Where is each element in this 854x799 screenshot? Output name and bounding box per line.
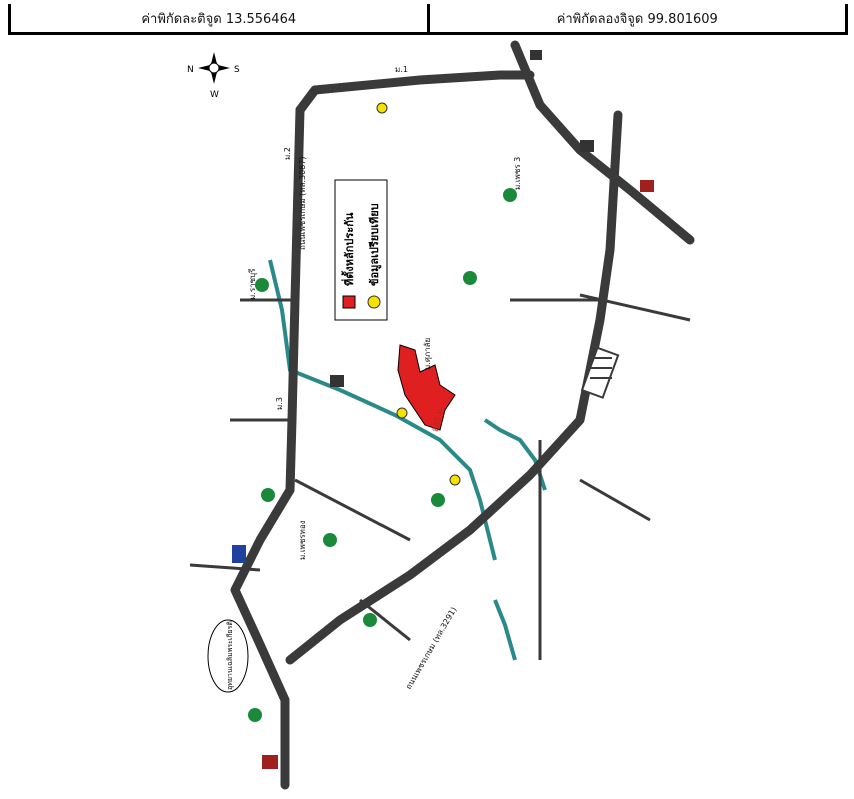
compass-rose: N S W xyxy=(187,52,240,100)
road-diagonal xyxy=(285,110,623,665)
legend-item-comparable: ข้อมูลเปรียบเทียบ xyxy=(368,203,382,286)
trees xyxy=(248,188,517,722)
subject-property xyxy=(397,344,456,431)
label-cluster-e: ม.เพชร 3 xyxy=(513,157,522,190)
tree-icon xyxy=(363,613,377,627)
tree-icon xyxy=(261,488,275,502)
canals xyxy=(268,259,547,661)
comparable-marker-3 xyxy=(449,474,461,486)
building-icon xyxy=(640,180,654,192)
pond-outline xyxy=(207,619,249,693)
side-road-5 xyxy=(579,478,651,522)
building-icon xyxy=(232,545,246,563)
tree-icon xyxy=(463,271,477,285)
label-cluster-n: ม.ศุภาลัย xyxy=(423,338,432,370)
building-icon xyxy=(530,50,542,60)
building-icon xyxy=(330,375,344,387)
compass-w: W xyxy=(210,90,219,100)
longitude-cell: ค่าพิกัดลองจิจูด 99.801609 xyxy=(430,4,848,32)
tree-icon xyxy=(255,278,269,292)
map-svg: N S W ที่ตั้งหลักประกัน ข้อมูลเปรียบเทีย… xyxy=(187,40,695,790)
label-road-3291: ถนนเพชรเกษม (ทล.3291) xyxy=(404,606,459,691)
tree-icon xyxy=(323,533,337,547)
building-icon xyxy=(580,140,594,152)
pond-label: อุทยานเฉลิมพระเกียรติ xyxy=(226,621,234,690)
railway xyxy=(580,346,620,399)
comparable-marker-2 xyxy=(396,407,408,419)
label-project: ม.เพชรทอง xyxy=(298,520,307,560)
label-distance: 885 ม. xyxy=(431,406,444,433)
label-moo1: ม.1 xyxy=(395,65,408,74)
roads xyxy=(230,40,695,790)
comparable-markers xyxy=(376,102,461,486)
road-north xyxy=(295,70,535,115)
railway-crossing xyxy=(580,346,620,399)
label-moo2: ม.2 xyxy=(283,147,292,160)
pond: อุทยานเฉลิมพระเกียรติ xyxy=(207,619,249,693)
canal-south xyxy=(493,599,517,661)
road-northeast xyxy=(510,40,695,245)
legend-comparable-swatch xyxy=(367,295,381,309)
map-canvas: N S W ที่ตั้งหลักประกัน ข้อมูลเปรียบเทีย… xyxy=(0,36,854,795)
side-road-2 xyxy=(294,478,411,542)
canal-west xyxy=(268,259,497,561)
tree-icon xyxy=(431,493,445,507)
label-cluster-w: ม.ราชบุรี xyxy=(248,268,257,300)
road-southwest xyxy=(230,485,295,790)
latitude-cell: ค่าพิกัดละติจูด 13.556464 xyxy=(8,4,430,32)
comparable-marker-1 xyxy=(376,102,388,114)
side-roads xyxy=(189,293,691,660)
buildings xyxy=(232,50,654,769)
compass-s: S xyxy=(234,65,240,75)
legend: ที่ตั้งหลักประกัน ข้อมูลเปรียบเทียบ xyxy=(334,179,388,321)
building-icon xyxy=(262,755,278,769)
side-road-9 xyxy=(189,563,261,572)
tree-icon xyxy=(248,708,262,722)
legend-item-subject: ที่ตั้งหลักประกัน xyxy=(341,212,356,286)
tree-icon xyxy=(503,188,517,202)
longitude-text: ค่าพิกัดลองจิจูด 99.801609 xyxy=(556,11,718,27)
label-moo3: ม.3 xyxy=(275,397,284,410)
latitude-text: ค่าพิกัดละติจูด 13.556464 xyxy=(141,11,297,27)
label-road-3087: ถนนเพชรเกษม (ทล.3087) xyxy=(298,156,307,250)
canal-east xyxy=(483,418,547,491)
side-road-8 xyxy=(359,598,411,642)
coordinate-bar: ค่าพิกัดละติจูด 13.556464 ค่าพิกัดลองจิจ… xyxy=(8,4,848,35)
road-west-main xyxy=(285,85,320,495)
legend-subject-swatch xyxy=(342,295,356,309)
compass-n: N xyxy=(187,65,194,75)
